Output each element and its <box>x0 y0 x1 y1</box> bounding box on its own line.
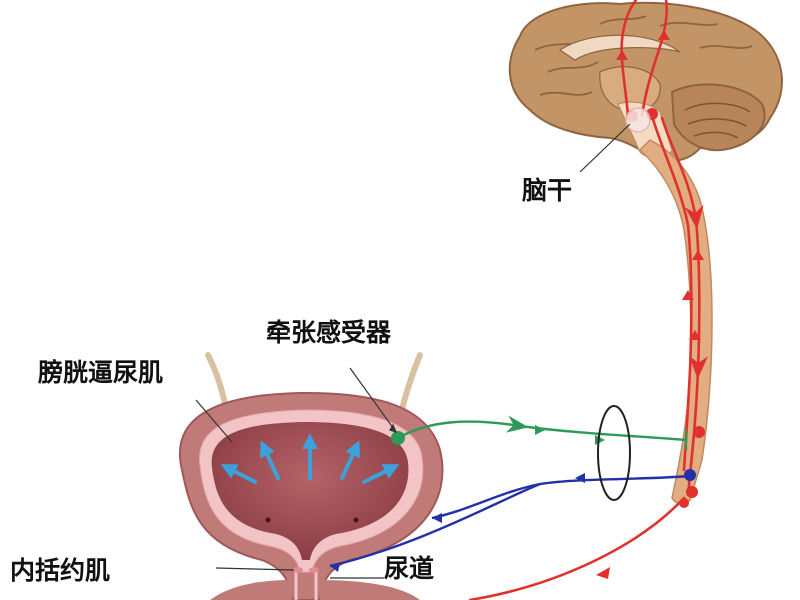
spinal-cord <box>638 139 713 505</box>
label-stretch-receptor: 牵张感受器 <box>266 318 392 347</box>
pressure-arrows <box>220 433 400 484</box>
brainstem-marker <box>625 107 651 133</box>
label-internal-sphincter: 内括约肌 <box>10 556 111 585</box>
pathway-arrows <box>596 30 704 579</box>
motor-neuron-dot <box>684 469 696 481</box>
label-urethra: 尿道 <box>384 554 435 583</box>
label-detrusor: 膀胱逼尿肌 <box>38 358 164 387</box>
motor-nerve <box>329 473 691 572</box>
nerve-bundle-ring <box>597 405 631 501</box>
leader-lines <box>195 123 631 579</box>
ascending-descending-pathways <box>468 0 708 600</box>
stretch-receptor-dot <box>391 431 405 445</box>
brain <box>508 1 783 163</box>
label-brainstem: 脑干 <box>522 176 573 205</box>
